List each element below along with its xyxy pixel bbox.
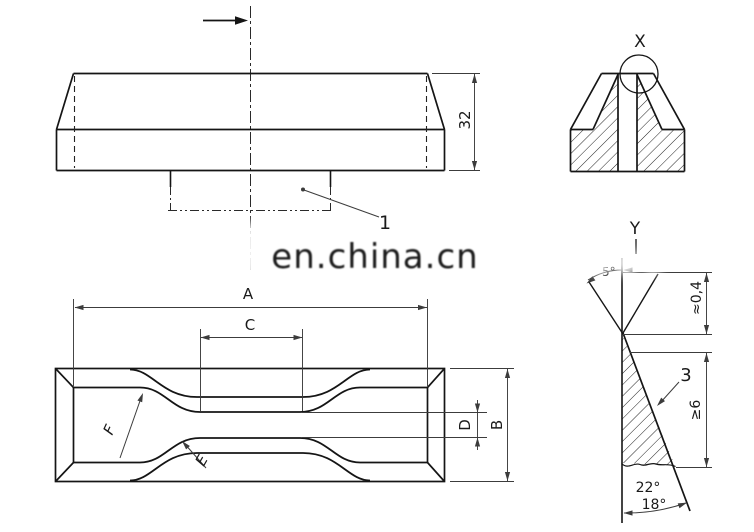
detail-x-circle [619,54,659,94]
balloon-3-label: 3 [680,365,691,386]
bevel-angle-max-label: 22° [636,480,661,496]
dim-D: D [302,400,487,450]
dim-edge-depth-label: ≥6 [688,400,704,421]
dim-B-label: B [488,420,506,430]
dumbbell-blade [129,368,371,482]
die-frame [54,367,446,483]
dim-tip-height-label: ≈0,4 [689,281,705,315]
detail-y-title: Y [629,219,641,239]
balloon-1-label: 1 [379,212,391,234]
watermark-smudge [237,221,263,281]
die-body-outline [55,72,446,172]
section-direction-arrow [203,16,248,25]
hidden-edges [73,76,428,168]
leader-F-label: F [99,422,119,438]
hatch-left [570,73,618,171]
leader-E: E [182,441,212,469]
detail-extension-lines [623,272,712,468]
balloon-1: 1 [301,187,391,234]
detail-view-y: Y 5° ≈0,4 [586,219,712,523]
dim-tip-height: ≈0,4 [689,273,710,334]
leader-F: F [99,393,143,459]
watermark-smudge [744,252,754,276]
dim-A: A [73,285,428,386]
dim-edge-depth: ≥6 [688,353,710,467]
dim-32-label: 32 [456,110,474,129]
section-outline [569,72,686,173]
section-view: X [569,32,686,173]
dim-C: C [200,316,303,411]
watermark-smudge [615,248,639,276]
side-view: 1 32 [55,6,480,273]
break-line [621,462,676,468]
blade-edge-lines [588,258,691,523]
watermark-smudge [589,247,611,275]
watermark-text: en.china.cn [271,237,478,277]
dim-C-label: C [245,316,255,334]
bottom-tab [168,170,333,211]
watermark-smudge [643,247,663,275]
detail-x-label: X [634,32,646,52]
dim-B: B [450,368,514,482]
watermark: en.china.cn [237,221,754,281]
balloon-3: 3 [657,365,692,406]
hatch-right [637,73,685,171]
bevel-angle-min-label: 18° [642,497,667,513]
leader-dot [301,187,305,192]
dim-32: 32 [432,73,480,171]
bevel-angle-dim: 22° 18° [623,480,687,516]
plan-view: A C D B [54,285,514,483]
leader-E-label: E [192,451,213,469]
dim-D-label: D [456,419,474,431]
dim-A-label: A [243,285,254,303]
